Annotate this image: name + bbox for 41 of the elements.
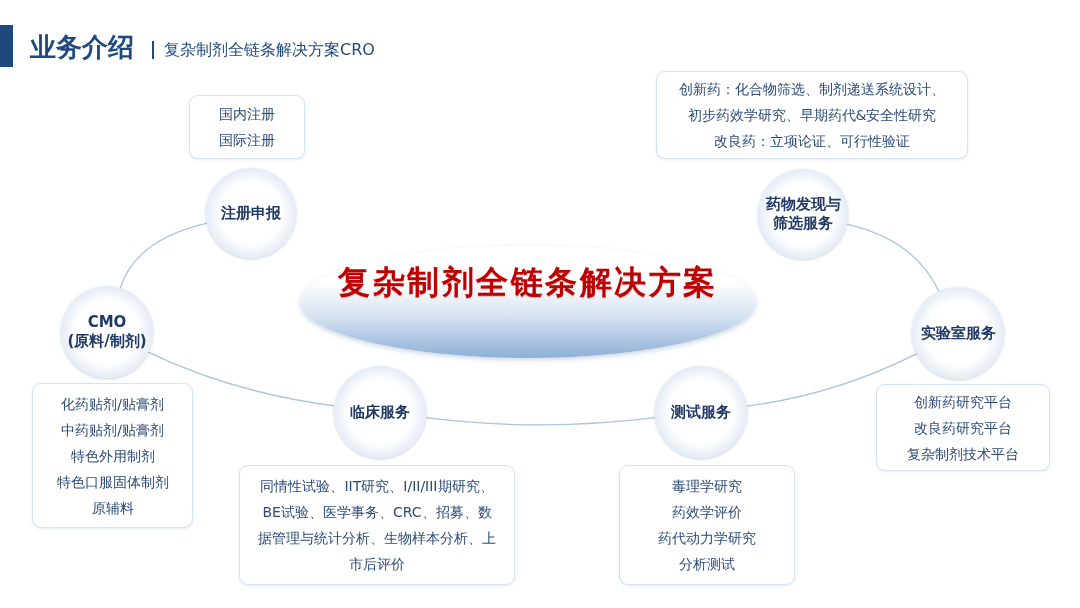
info-box — [619, 465, 795, 585]
circle-label: 实验室服务 — [920, 323, 996, 343]
info-box-text: 创新药研究平台 — [914, 392, 1012, 412]
page-title: 业务介绍 — [30, 31, 134, 64]
circle-label: 临床服务 — [350, 402, 410, 422]
info-box — [876, 384, 1050, 471]
info-box-text: 分析测试 — [679, 555, 735, 574]
info-box — [656, 71, 968, 159]
info-box — [32, 383, 193, 528]
info-box — [189, 95, 305, 159]
circle-label: 测试服务 — [671, 402, 731, 422]
info-box-text: 毒理学研究 — [672, 477, 742, 496]
info-box-text: 药效学评价 — [672, 503, 742, 522]
circle-label: (原料/制剂) — [67, 332, 147, 351]
info-box-text: 同情性试验、IIT研究、I/II/III期研究、BE试验、医学事务、CRC、招募、数据管理与统计分析、生物样本分析、上市后评价 — [257, 477, 497, 574]
info-box-text: 复杂制剂技术平台 — [907, 444, 1019, 464]
info-box-text: 国内注册 — [219, 105, 275, 124]
info-box-text: 药代动力学研究 — [658, 529, 756, 548]
info-box-text: 改良药：立项论证、可行性验证 — [714, 132, 910, 151]
connector-arc — [846, 223, 940, 292]
info-box — [239, 465, 515, 585]
connector-arc — [147, 351, 336, 407]
info-box-text: 创新药：化合物筛选、制剂递送系统设计、初步药效学研究、早期药代&安全性研究 — [678, 80, 946, 125]
ellipse-label: 复杂制剂全链条解决方案 — [338, 262, 718, 302]
connector-arc — [424, 417, 657, 426]
service-circle — [912, 287, 1004, 379]
info-box-text: 特色外用制剂 — [70, 446, 155, 466]
service-circle — [206, 168, 296, 258]
circle-label: 注册申报 — [221, 203, 281, 223]
service-circle — [758, 169, 848, 259]
connector-arc — [745, 353, 918, 407]
info-box-text: 改良药研究平台 — [914, 418, 1012, 438]
info-box-text: 国际注册 — [219, 131, 275, 150]
info-box-text: 中药贴剂/贴膏剂 — [61, 420, 164, 440]
circle-label: CMO — [87, 313, 127, 332]
info-box-text: 化药贴剂/贴膏剂 — [61, 394, 164, 414]
connector-arc — [119, 222, 208, 289]
page-subtitle: 复杂制剂全链条解决方案CRO — [164, 39, 375, 61]
info-box-text: 特色口服固体制剂 — [56, 472, 169, 492]
circle-label: 药物发现与筛选服务 — [764, 195, 842, 233]
info-box-text: 原辅料 — [91, 498, 134, 518]
